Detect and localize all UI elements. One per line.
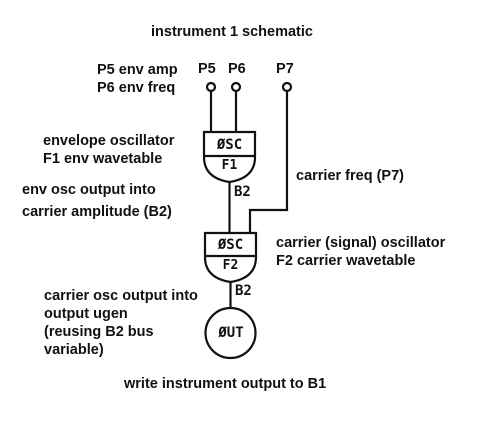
car-osc-annotation-line-2: F2 carrier wavetable <box>276 253 416 269</box>
carrier-freq-annotation: carrier freq (P7) <box>296 168 404 184</box>
out-name: ØUT <box>218 325 244 341</box>
params-annotation-line-2: P6 env freq <box>97 80 176 96</box>
input-label-p6: P6 <box>228 61 246 77</box>
input-label-p5: P5 <box>198 61 216 77</box>
env-out-annotation-line-2: carrier amplitude (B2) <box>22 204 172 220</box>
p5-terminal <box>205 81 217 93</box>
env-out-annotation-line-1: env osc output into <box>22 182 156 198</box>
params-annotation-line-1: P5 env amp <box>97 62 178 78</box>
car-out-annotation-line-1: carrier osc output into <box>44 288 198 304</box>
bus-label-1: B2 <box>234 184 251 200</box>
p7-wire <box>248 91 289 233</box>
diagram-title: instrument 1 schematic <box>151 24 313 40</box>
output-unit <box>204 306 257 360</box>
osc2-name: ØSC <box>217 237 244 253</box>
p7-terminal <box>281 81 293 93</box>
bus-label-2: B2 <box>235 283 252 299</box>
osc2-table: F2 <box>222 258 239 273</box>
input-label-p7: P7 <box>276 61 294 77</box>
osc1-table: F1 <box>221 158 238 173</box>
carrier-oscillator-unit <box>203 231 258 284</box>
envelope-oscillator-unit <box>202 130 257 184</box>
car-osc-annotation-line-1: carrier (signal) oscillator <box>276 235 446 251</box>
footer-caption: write instrument output to B1 <box>124 376 327 392</box>
car-out-annotation-line-2: output ugen <box>44 306 128 322</box>
env-osc-annotation-line-2: F1 env wavetable <box>43 151 163 167</box>
p6-terminal <box>230 81 242 93</box>
osc1-name: ØSC <box>216 137 243 153</box>
car-out-annotation-line-3: (reusing B2 bus <box>44 324 154 340</box>
car-out-annotation-line-4: variable) <box>44 342 104 358</box>
env-osc-annotation-line-1: envelope oscillator <box>43 133 175 149</box>
